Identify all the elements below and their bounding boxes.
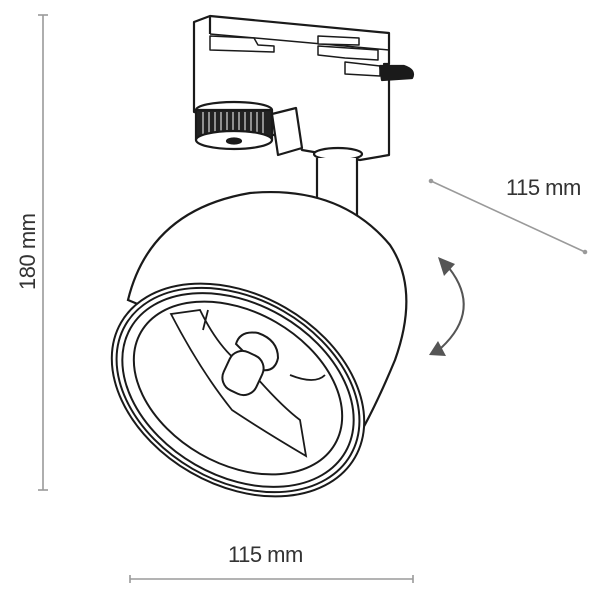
height-dimension-line: [38, 14, 48, 491]
track-adapter: [192, 14, 415, 162]
width-dimension-label: 115 mm: [228, 542, 303, 567]
width-dimension-line: [129, 575, 414, 583]
depth-dimension-line: [428, 178, 588, 255]
rotation-arrow-icon: [429, 257, 465, 356]
height-dimension-label: 180 mm: [15, 213, 40, 290]
bulb-holder: [221, 331, 280, 397]
depth-dimension-label: 115 mm: [506, 175, 581, 200]
